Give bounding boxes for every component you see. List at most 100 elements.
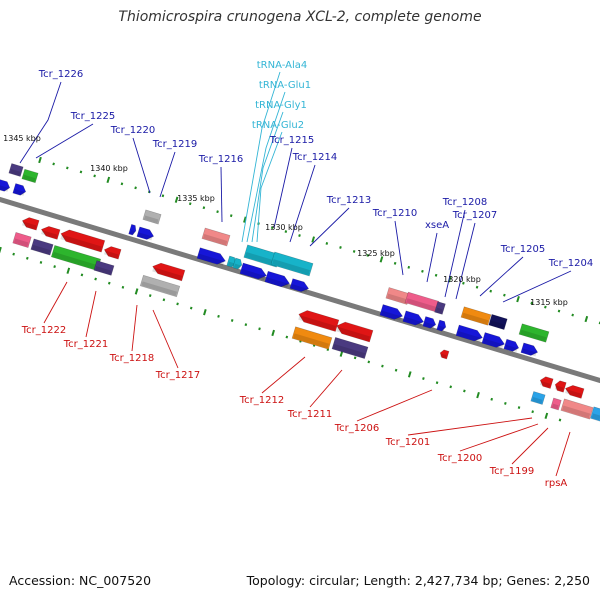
- gene-body: [152, 262, 186, 282]
- tick-mark: [449, 385, 453, 389]
- gene-label-tcr_1204: Tcr_1204: [548, 258, 593, 269]
- tick-mark: [121, 285, 125, 289]
- gene-shade: [103, 250, 119, 259]
- rna-leader-line: [256, 131, 283, 243]
- gene-body: [379, 304, 403, 320]
- kbp-label: 1320 kbp: [443, 275, 481, 284]
- gene-label-tcr_1219: Tcr_1219: [152, 139, 197, 150]
- gene-shade: [21, 221, 37, 230]
- rna-label-trna-glu2: tRNA-Glu2: [252, 120, 304, 131]
- kbp-label: 1325 kbp: [357, 249, 395, 258]
- tick-mark: [394, 368, 398, 372]
- gene-body: [481, 332, 505, 348]
- gene-shade: [423, 322, 435, 329]
- gene-shade: [380, 310, 402, 321]
- gene-shade: [437, 325, 445, 332]
- gene-shade: [9, 169, 21, 176]
- tick-mark: [52, 162, 55, 166]
- leader-line: [511, 427, 549, 465]
- tick-mark: [379, 256, 384, 263]
- gene-label-tcr_1218: Tcr_1218: [109, 353, 154, 364]
- gene-shade: [336, 326, 371, 342]
- tick-mark: [26, 256, 29, 260]
- gene-body: [460, 306, 492, 326]
- gene-block: [128, 223, 137, 236]
- tick-mark: [134, 186, 137, 190]
- tick-mark: [39, 261, 43, 264]
- tick-mark: [503, 293, 506, 297]
- gene-body: [550, 397, 562, 411]
- tick-mark: [366, 253, 370, 257]
- leader-line: [152, 309, 179, 369]
- gene-label-tcr_1210: Tcr_1210: [372, 208, 417, 219]
- tick-mark: [516, 295, 520, 303]
- tick-mark: [258, 327, 261, 331]
- tick-mark: [189, 306, 193, 310]
- gene-body: [422, 316, 437, 329]
- gene-body: [402, 310, 425, 326]
- gene-body: [21, 217, 40, 231]
- leader-line: [273, 147, 293, 229]
- gene-label-tcr_1221: Tcr_1221: [63, 339, 108, 350]
- gene-shade: [521, 348, 537, 357]
- tick-mark: [544, 412, 549, 420]
- tick-mark: [12, 252, 15, 256]
- gene-shade: [198, 253, 225, 266]
- tick-mark: [79, 170, 83, 174]
- tick-mark: [462, 281, 465, 285]
- gene-label-tcr_1207: Tcr_1207: [452, 210, 497, 221]
- gene-labels: Tcr_1226Tcr_1225Tcr_1220Tcr_1219Tcr_1216…: [21, 60, 593, 489]
- leader-line: [132, 137, 151, 194]
- gene-label-tcr_1201: Tcr_1201: [385, 437, 430, 448]
- kbp-label: 1340 kbp: [90, 164, 128, 173]
- gene-shade: [266, 277, 289, 288]
- tick-mark: [584, 315, 589, 323]
- gene-body: [530, 391, 546, 405]
- gene-shade: [152, 267, 183, 281]
- gene-body: [264, 270, 290, 288]
- tick-mark: [434, 273, 438, 277]
- gene-label-tcr_1225: Tcr_1225: [70, 111, 115, 122]
- gene-body: [40, 226, 61, 240]
- tick-mark: [558, 418, 562, 422]
- gene-block: [0, 179, 11, 192]
- gene-body: [554, 380, 567, 393]
- gene-shade: [143, 215, 159, 224]
- gene-body: [60, 229, 106, 253]
- gene-body: [136, 226, 155, 240]
- tick-mark: [216, 210, 219, 214]
- gene-shade: [520, 329, 547, 342]
- gene-block: [60, 229, 106, 253]
- gene-shade: [13, 189, 25, 196]
- gene-shade: [137, 232, 153, 241]
- gene-shade: [403, 316, 423, 327]
- gene-block: [289, 278, 310, 293]
- gene-block: [404, 291, 440, 313]
- leader-line: [261, 356, 306, 394]
- gene-block: [434, 301, 446, 315]
- gene-body: [201, 227, 231, 247]
- gene-shade: [562, 405, 591, 419]
- tick-mark: [38, 156, 42, 164]
- tick-mark: [476, 391, 480, 399]
- gene-shade: [435, 307, 443, 314]
- gene-body: [21, 168, 39, 184]
- tick-mark: [422, 377, 425, 380]
- gene-body: [12, 183, 27, 196]
- gene-label-tcr_1208: Tcr_1208: [442, 197, 487, 208]
- tick-mark: [94, 277, 97, 281]
- tick-mark: [407, 265, 411, 269]
- gene-block: [93, 260, 115, 276]
- gene-block: [243, 244, 281, 268]
- tick-mark: [339, 246, 342, 249]
- gene-label-tcr_1217: Tcr_1217: [155, 370, 200, 381]
- leader-line: [555, 431, 571, 477]
- tick-mark: [188, 202, 192, 206]
- gene-body: [196, 247, 226, 265]
- tick-mark: [421, 269, 424, 273]
- tick-mark: [311, 236, 315, 243]
- tick-mark: [531, 410, 534, 414]
- tick-mark: [557, 309, 561, 313]
- gene-shade: [233, 263, 241, 270]
- leader-line: [43, 281, 68, 324]
